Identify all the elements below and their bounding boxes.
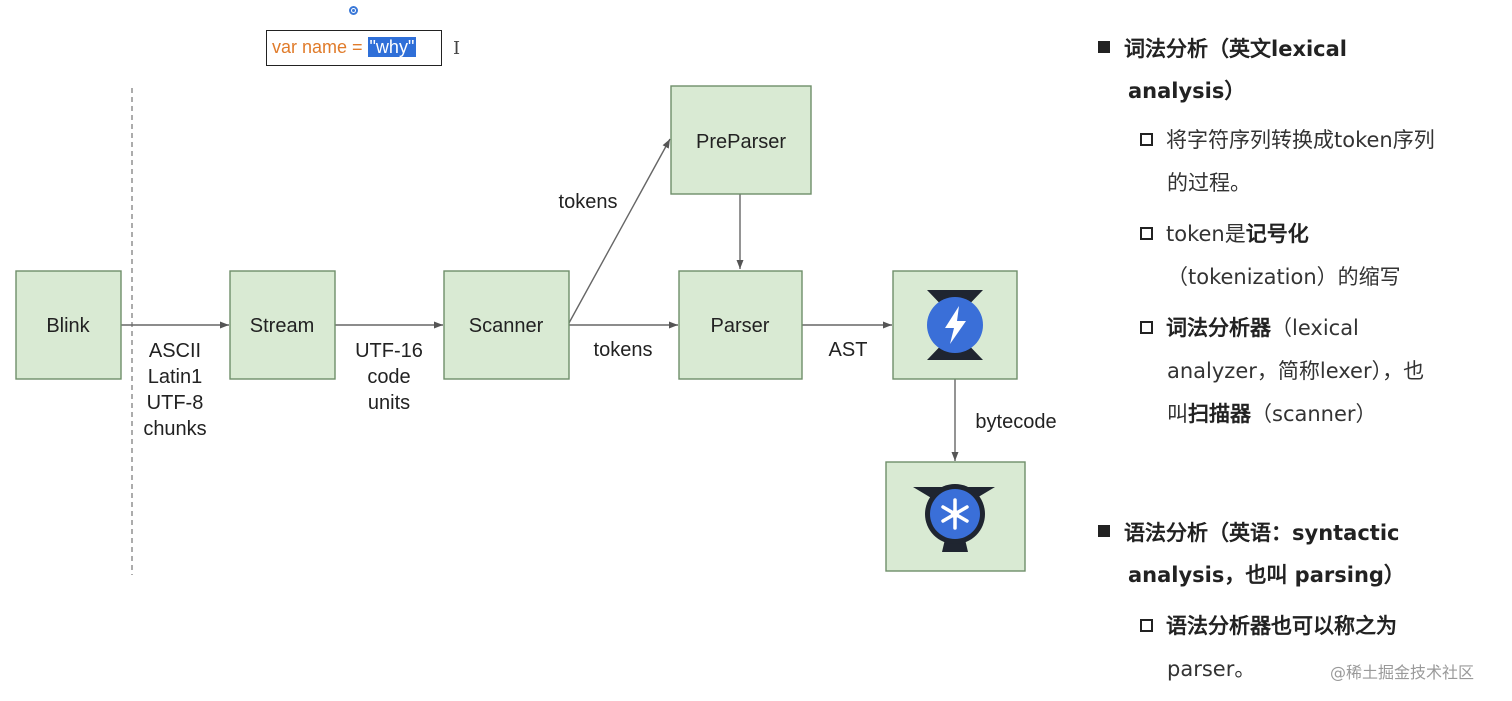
lexical-b2-bold: 记号化 — [1245, 222, 1309, 246]
heading-syntax: 语法分析（英语：syntactic analysis，也叫 parsing） — [1098, 512, 1405, 596]
syntax-b1-line2: parser。 — [1167, 657, 1256, 681]
edge-scanner-preparser — [568, 138, 671, 324]
lexical-b3-bold: 词法分析器 — [1166, 316, 1271, 340]
edge-label-encoding-4: chunks — [143, 418, 206, 440]
lexical-b3-line3-rest: （scanner） — [1251, 402, 1377, 426]
hollow-square-bullet-icon — [1140, 133, 1153, 146]
node-blink: Blink — [15, 270, 122, 380]
heading-syntax-line2: analysis，也叫 parsing） — [1128, 563, 1405, 587]
heading-lexical-line1: 词法分析（英文lexical — [1124, 37, 1348, 61]
node-parser-label: Parser — [711, 315, 770, 337]
lexical-b3-line3-bold: 扫描器 — [1188, 402, 1251, 426]
node-preparser: PreParser — [670, 85, 812, 195]
lexical-b2-line2: （tokenization）的缩写 — [1167, 265, 1401, 289]
node-parser: Parser — [678, 270, 803, 380]
watermark: @稀土掘金技术社区 — [1330, 663, 1475, 682]
lexical-bullet-3: 词法分析器（lexical analyzer，简称lexer），也 叫扫描器（s… — [1140, 307, 1500, 436]
edge-label-tokens-preparser: tokens — [559, 191, 618, 213]
loading-spinner-icon — [349, 6, 358, 15]
v8-parsing-diagram: Blink Stream Scanner PreParser Parser — [15, 85, 1057, 575]
lexical-b1-line1: 将字符序列转换成token序列 — [1166, 128, 1435, 152]
edge-label-utf16-2: code — [367, 366, 410, 388]
node-stream-label: Stream — [250, 315, 314, 337]
code-text: var name = — [272, 37, 368, 57]
heading-lexical-line2: analysis） — [1128, 79, 1246, 103]
lexical-b3-line3-prefix: 叫 — [1167, 402, 1188, 426]
lexical-b3-line3: 叫扫描器（scanner） — [1140, 393, 1500, 436]
hollow-square-bullet-icon — [1140, 619, 1153, 632]
text-cursor-icon: I — [453, 38, 461, 59]
filled-square-bullet-icon — [1098, 525, 1110, 537]
code-snippet: var name = "why" — [266, 30, 442, 66]
edge-label-ast: AST — [829, 339, 868, 361]
edge-label-utf16-1: UTF-16 — [355, 340, 423, 362]
edge-label-encoding-1: ASCII — [149, 340, 201, 362]
hollow-square-bullet-icon — [1140, 321, 1153, 334]
lexical-b2-prefix: token是 — [1166, 222, 1246, 246]
lexical-bullet-1: 将字符序列转换成token序列 的过程。 — [1140, 119, 1500, 205]
node-stream: Stream — [229, 270, 336, 380]
code-selected-text[interactable]: "why" — [367, 37, 417, 57]
hollow-square-bullet-icon — [1140, 227, 1153, 240]
lexical-b1-line2: 的过程。 — [1167, 171, 1251, 195]
heading-syntax-line1: 语法分析（英语：syntactic — [1124, 521, 1400, 545]
node-scanner-label: Scanner — [469, 315, 544, 337]
syntax-bullet-1: 语法分析器也可以称之为 parser。 — [1140, 605, 1500, 691]
edge-label-encoding-2: Latin1 — [148, 366, 203, 388]
heading-lexical: 词法分析（英文lexical analysis） — [1098, 28, 1347, 112]
edge-label-tokens-parser: tokens — [594, 339, 653, 361]
node-blink-label: Blink — [46, 315, 90, 337]
node-turbofan — [885, 461, 1026, 572]
syntax-b1-bold: 语法分析器也可以称之为 — [1166, 614, 1397, 638]
turbofan-icon — [913, 484, 995, 552]
edge-label-utf16-3: units — [368, 392, 410, 414]
filled-square-bullet-icon — [1098, 41, 1110, 53]
lexical-bullet-2: token是记号化 （tokenization）的缩写 — [1140, 213, 1500, 299]
node-ignition — [892, 270, 1018, 380]
ignition-icon — [927, 290, 983, 360]
edge-label-encoding-3: UTF-8 — [147, 392, 204, 414]
lexical-b3-rest: （lexical — [1271, 316, 1359, 340]
node-scanner: Scanner — [443, 270, 570, 380]
node-preparser-label: PreParser — [696, 131, 786, 153]
lexical-b3-line2: analyzer，简称lexer），也 — [1167, 359, 1425, 383]
edge-label-bytecode: bytecode — [975, 411, 1056, 433]
